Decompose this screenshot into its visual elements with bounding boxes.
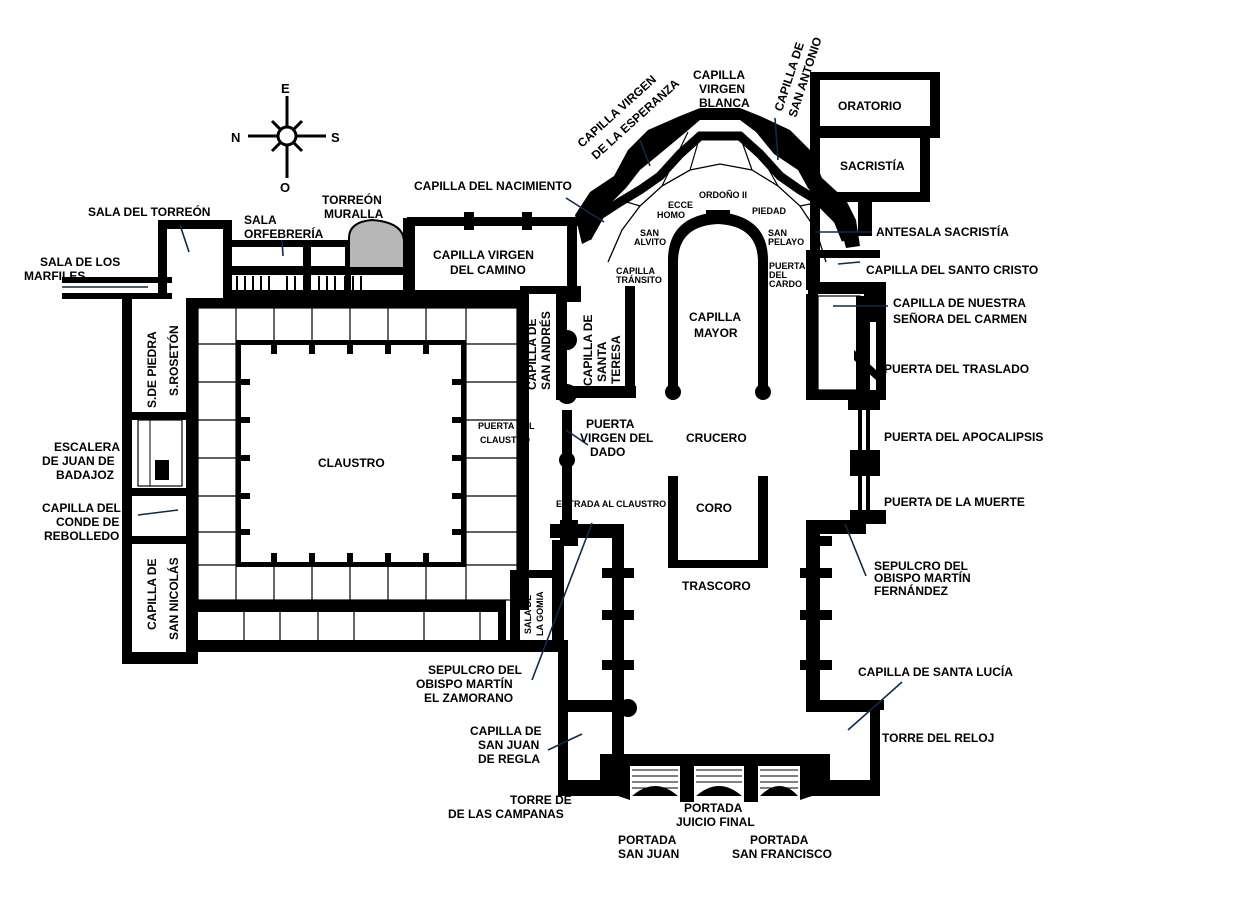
compass-south: S [331,130,340,145]
label-sepulcro-fernandez-2: OBISPO MARTÍN [874,570,971,585]
compass-north: N [231,130,240,145]
label-ecce-homo-2: HOMO [657,210,685,220]
label-marfiles-2: MARFILES [24,269,85,283]
label-crucero: CRUCERO [686,431,747,445]
label-torreon-muralla-2: MURALLA [324,207,384,221]
label-santa-teresa-1: CAPILLA DE [581,314,595,386]
label-sepulcro-zamorano-1: SEPULCRO DEL [428,663,522,677]
label-trascoro: TRASCORO [682,579,751,593]
label-san-juan-regla-3: DE REGLA [478,752,540,766]
label-santa-lucia: CAPILLA DE SANTA LUCÍA [858,664,1013,679]
label-puerta-cardo-3: CARDO [769,279,802,289]
capilla-mayor-apse [668,212,768,392]
label-san-alvito-1: SAN [640,228,659,238]
label-s-piedra: S.DE PIEDRA [145,331,159,408]
label-puerta-muerte: PUERTA DE LA MUERTE [884,495,1025,509]
label-capilla-mayor-2: MAYOR [694,326,738,340]
label-torre-campanas-1: TORRE DE [510,793,572,807]
label-marfiles-1: SALA DE LOS [40,255,120,269]
label-puerta-cardo-1: PUERTA [769,261,806,271]
room-labels: SALA DEL TORREÓN SALA ORFEBRERÍA TORREÓN… [24,35,1043,861]
label-puerta-traslado: PUERTA DEL TRASLADO [884,362,1029,376]
label-escalera-2: DE JUAN DE [42,454,115,468]
label-san-pelayo-1: SAN [768,228,787,238]
building-walls [62,72,940,802]
label-virgen-camino-1: CAPILLA VIRGEN [433,248,534,262]
label-virgen-blanca-2: VIRGEN [699,82,745,96]
label-sepulcro-fernandez-3: FERNÁNDEZ [874,583,948,598]
label-virgen-camino-2: DEL CAMINO [450,263,526,277]
label-capilla-mayor-1: CAPILLA [689,310,741,324]
label-sepulcro-zamorano-2: OBISPO MARTÍN [416,676,513,691]
label-san-pelayo-2: PELAYO [768,237,804,247]
label-transito-1: CAPILLA [616,266,655,276]
label-portada-san-francisco-1: PORTADA [750,833,809,847]
label-juicio-final-2: JUICIO FINAL [676,815,755,829]
label-sacristia: SACRISTÍA [840,158,905,173]
label-portada-san-francisco-2: SAN FRANCISCO [732,847,832,861]
label-s-roseton: S.ROSETÓN [166,325,181,396]
leader-lines [62,117,903,751]
label-san-juan-regla-2: SAN JUAN [478,738,539,752]
label-sepulcro-fernandez-1: SEPULCRO DEL [874,559,968,573]
label-torre-reloj: TORRE DEL RELOJ [882,731,994,745]
label-capilla-nacimiento: CAPILLA DEL NACIMIENTO [414,179,572,193]
label-conde-rebolledo-1: CAPILLA DEL [42,501,121,515]
compass-center-icon [276,125,298,147]
label-santa-teresa-2: SANTA [595,341,609,382]
label-torre-campanas-2: DE LAS CAMPANAS [448,807,564,821]
label-portada-san-juan-1: PORTADA [618,833,677,847]
torreon-muralla-shape [348,218,405,269]
label-entrada-claustro: ENTRADA AL CLAUSTRO [556,499,666,509]
label-nuestra-senora-1: CAPILLA DE NUESTRA [893,296,1026,310]
label-sala-torreon: SALA DEL TORREÓN [88,204,210,219]
label-oratorio: ORATORIO [838,99,902,113]
label-san-andres-2: SAN ANDRÉS [538,311,553,390]
compass-east: E [281,81,290,96]
label-puerta-cardo-2: DEL [769,270,788,280]
label-transito-2: TRÁNSITO [616,275,662,285]
label-coro: CORO [696,501,732,515]
label-virgen-blanca-3: BLANCA [699,96,750,110]
label-ecce-homo-1: ECCE [668,200,693,210]
label-san-juan-regla-1: CAPILLA DE [470,724,542,738]
label-santa-teresa-3: TERESA [609,335,623,384]
label-sepulcro-zamorano-3: EL ZAMORANO [424,691,513,705]
apse-wall [575,108,860,248]
label-piedad: PIEDAD [752,206,787,216]
label-escalera-3: BADAJOZ [56,468,114,482]
label-virgen-blanca-1: CAPILLA [693,68,745,82]
label-san-alvito-2: ALVITO [634,237,666,247]
label-ordono: ORDOÑO II [699,190,747,200]
label-puerta-claustro-1: PUERTA DEL [478,421,535,431]
label-virgen-dado-1: PUERTA [586,417,635,431]
label-antesala-sacristia: ANTESALA SACRISTÍA [876,224,1009,239]
label-claustro: CLAUSTRO [318,456,385,470]
label-puerta-claustro-2: CLAUSTRO [480,435,530,445]
label-escalera-1: ESCALERA [54,440,120,454]
compass-rose: E N S O [231,81,340,195]
label-san-andres-1: CAPILLA DE [525,318,539,390]
label-gomia-2: LA GOMIA [535,591,545,636]
label-san-nicolas-1: CAPILLA DE [145,558,159,630]
label-puerta-apocalipsis: PUERTA DEL APOCALIPSIS [884,430,1043,444]
cloister-gallery-grid [197,307,518,640]
label-sala-orfebreria-1: SALA [244,213,277,227]
label-conde-rebolledo-2: CONDE DE [56,515,119,529]
label-san-nicolas-2: SAN NICOLÁS [166,557,181,640]
label-nuestra-senora-2: SEÑORA DEL CARMEN [893,311,1027,326]
label-virgen-dado-2: VIRGEN DEL [580,431,653,445]
label-virgen-dado-3: DADO [590,445,625,459]
label-conde-rebolledo-3: REBOLLEDO [44,529,119,543]
label-torreon-muralla-1: TORREÓN [322,192,382,207]
label-portada-san-juan-2: SAN JUAN [618,847,679,861]
compass-west: O [280,180,290,195]
label-sala-orfebreria-2: ORFEBRERÍA [244,226,324,241]
label-juicio-final-1: PORTADA [684,801,743,815]
label-gomia-1: SALA DE [523,595,533,634]
label-santo-cristo: CAPILLA DEL SANTO CRISTO [866,263,1038,277]
